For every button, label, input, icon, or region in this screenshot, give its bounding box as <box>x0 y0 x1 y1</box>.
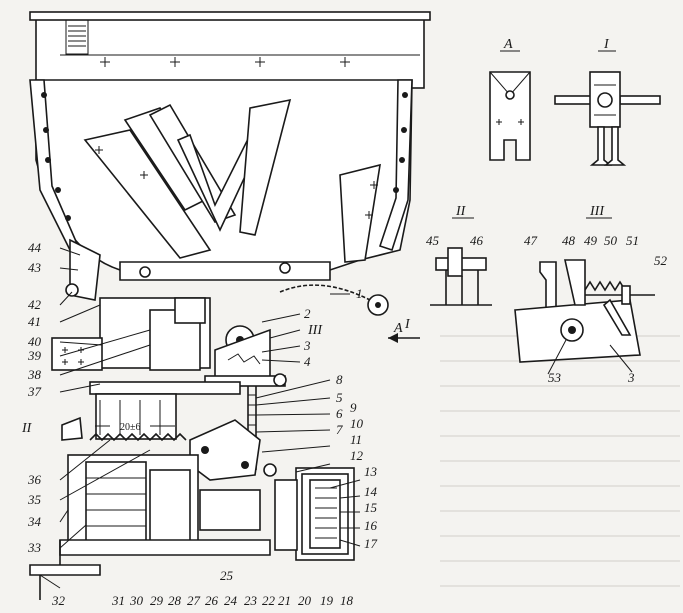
part-labels: 1 2 3 4 5 6 7 8 9 10 11 12 13 14 15 16 1… <box>27 240 378 608</box>
part-label-3: 3 <box>303 338 311 353</box>
part-label-49: 49 <box>584 233 598 248</box>
part-label-11: 11 <box>350 432 362 447</box>
part-label-33: 33 <box>27 540 42 555</box>
tension-spring <box>89 432 187 442</box>
part-label-2: 2 <box>304 306 311 321</box>
part-label-15: 15 <box>364 500 378 515</box>
view-II-title: II <box>455 204 467 219</box>
part-label-40: 40 <box>28 334 42 349</box>
arrow-A-callout: A <box>388 321 420 343</box>
part-label-31: 31 <box>111 593 125 608</box>
part-label-29: 29 <box>150 593 164 608</box>
part-label-48: 48 <box>562 233 576 248</box>
part-label-45: 45 <box>426 233 440 248</box>
part-label-7: 7 <box>336 422 343 437</box>
part-label-27: 27 <box>187 593 201 608</box>
part-label-37: 37 <box>27 384 42 399</box>
view-III: III 47 48 49 50 51 52 53 3 <box>514 204 668 385</box>
part-label-4: 4 <box>304 354 311 369</box>
part-label-9: 9 <box>350 400 357 415</box>
part-label-51: 51 <box>626 233 639 248</box>
part-label-53: 53 <box>548 370 562 385</box>
part-label-30: 30 <box>129 593 144 608</box>
part-label-25: 25 <box>220 568 234 583</box>
callout-III: III <box>307 323 323 338</box>
part-label-5: 5 <box>336 390 343 405</box>
part-label-10: 10 <box>350 416 364 431</box>
part-label-18: 18 <box>340 593 354 608</box>
part-label-32: 32 <box>51 593 66 608</box>
part-label-26: 26 <box>205 593 219 608</box>
main-assembly: 20±6 <box>29 11 431 600</box>
part-label-3-detail: 3 <box>627 370 635 385</box>
view-I: I <box>554 37 661 166</box>
leader-lines <box>39 247 361 589</box>
part-label-1: 1 <box>356 286 363 301</box>
part-label-46: 46 <box>470 233 484 248</box>
part-label-43: 43 <box>28 260 42 275</box>
part-label-20: 20 <box>298 593 312 608</box>
svg-text:A: A <box>393 321 403 336</box>
part-label-24: 24 <box>224 593 238 608</box>
part-label-39: 39 <box>27 348 42 363</box>
part-label-12: 12 <box>350 448 364 463</box>
part-label-50: 50 <box>604 233 618 248</box>
part-label-21: 21 <box>278 593 291 608</box>
part-label-47: 47 <box>524 233 538 248</box>
part-label-8: 8 <box>336 372 343 387</box>
part-label-52: 52 <box>654 253 668 268</box>
base-foot <box>29 564 101 576</box>
crank-plate <box>189 419 261 481</box>
callout-II: II <box>21 421 33 436</box>
part-label-42: 42 <box>28 297 42 312</box>
dimension-label: 20±6 <box>120 422 141 433</box>
part-label-41: 41 <box>28 314 41 329</box>
part-label-35: 35 <box>27 492 42 507</box>
part-label-17: 17 <box>364 536 378 551</box>
part-label-28: 28 <box>168 593 182 608</box>
view-A: A <box>489 37 531 161</box>
part-label-19: 19 <box>320 593 334 608</box>
arc-plate-right <box>339 163 381 263</box>
part-label-23: 23 <box>244 593 258 608</box>
view-III-title: III <box>589 204 605 219</box>
part-label-34: 34 <box>27 514 42 529</box>
callout-I: I <box>404 317 411 332</box>
spring-coil <box>65 19 89 55</box>
part-label-16: 16 <box>364 518 378 533</box>
arc-plate-left <box>83 129 212 259</box>
part-label-14: 14 <box>364 484 378 499</box>
flexible-braid <box>279 284 371 301</box>
part-label-13: 13 <box>364 464 378 479</box>
part-label-44: 44 <box>28 240 42 255</box>
view-II: II 45 46 <box>426 204 492 306</box>
view-A-title: A <box>503 37 513 52</box>
part-label-22: 22 <box>262 593 276 608</box>
part-label-36: 36 <box>27 472 42 487</box>
part-label-38: 38 <box>27 367 42 382</box>
part-label-6: 6 <box>336 406 343 421</box>
view-I-title: I <box>603 37 610 52</box>
top-frame <box>35 15 425 89</box>
